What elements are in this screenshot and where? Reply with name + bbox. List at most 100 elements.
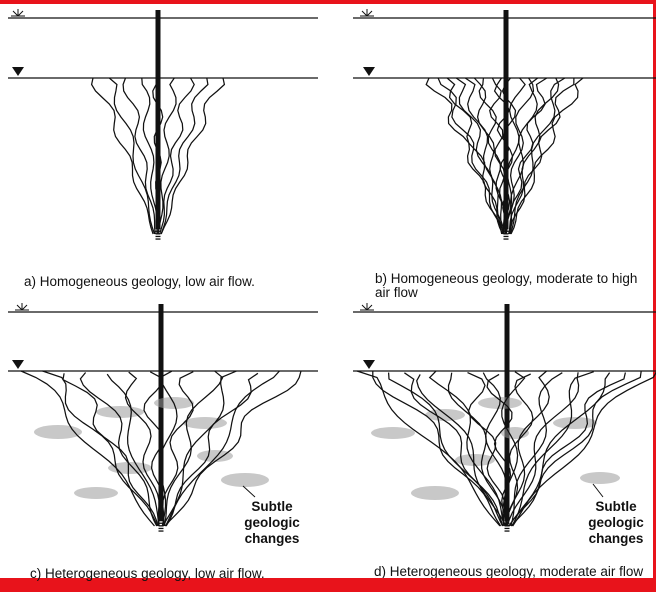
air-flow-channel [509, 78, 558, 234]
air-flow-channel [161, 78, 208, 234]
air-flow-channel [80, 373, 156, 527]
well-screen-slot [159, 528, 164, 529]
geologic-change-patch [221, 473, 269, 487]
air-flow-channel [126, 372, 159, 526]
patch-texture [0, 300, 72, 436]
patch-texture [345, 300, 431, 415]
well-screen-slot [505, 530, 510, 531]
patch-texture [345, 300, 454, 495]
patch-texture [345, 300, 380, 433]
patch-texture [0, 300, 159, 400]
patch-texture [0, 300, 103, 496]
air-flow-channel [164, 371, 222, 526]
annotation-pointer [593, 484, 603, 497]
panel-b-diagram [345, 0, 656, 250]
air-flow-channel [357, 371, 500, 526]
patch-texture [0, 300, 141, 470]
ground-surface-symbol-icon [15, 303, 29, 310]
patch-texture [345, 300, 586, 422]
patch-texture [0, 300, 210, 457]
geologic-change-patch [425, 409, 465, 421]
patch-texture [0, 300, 179, 405]
well-screen-slot [505, 528, 510, 529]
patch-texture [0, 300, 232, 476]
air-flow-channel [438, 78, 504, 234]
patch-texture [345, 300, 432, 418]
panel-d-annotation: Subtle geologic changes [580, 499, 652, 547]
air-flow-channel [123, 78, 155, 234]
patch-texture [0, 300, 45, 428]
well-casing [159, 304, 164, 520]
patch-texture [345, 300, 560, 422]
patch-texture [0, 300, 115, 470]
well-screen-slot [156, 236, 161, 237]
patch-texture [345, 300, 421, 495]
panel-a-diagram [0, 0, 328, 250]
patch-texture [0, 300, 168, 403]
panel-c-caption: c) Heterogeneous geology, low air flow. [30, 567, 265, 581]
patch-texture [0, 300, 50, 429]
patch-texture [0, 300, 56, 433]
well-screen-slot [159, 530, 164, 531]
ground-surface-symbol-icon [360, 9, 374, 16]
annotation-line: changes [580, 531, 652, 547]
patch-texture [0, 300, 69, 433]
annotation-pointer [243, 486, 255, 497]
patch-texture [0, 300, 121, 409]
patch-texture [345, 300, 486, 463]
well-screen-slot [504, 238, 509, 239]
air-flow-channel [426, 78, 502, 234]
geologic-change-patch [553, 417, 597, 429]
air-flow-channel [449, 373, 507, 526]
patch-texture [345, 300, 497, 405]
patch-texture [345, 300, 503, 407]
patch-texture [0, 300, 47, 431]
patch-texture [345, 300, 410, 432]
air-flow-channel [510, 78, 574, 234]
ground-symbol-stroke [17, 305, 22, 310]
water-table-triangle-icon [12, 67, 24, 76]
patch-texture [0, 300, 175, 403]
air-flow-channel [107, 374, 159, 526]
water-table-triangle-icon [363, 360, 375, 369]
air-flow-channel [163, 371, 236, 526]
patch-texture [0, 300, 94, 495]
ground-symbol-stroke [367, 305, 372, 310]
annotation-line: geologic [236, 515, 308, 531]
annotation-line: changes [236, 531, 308, 547]
patch-texture [0, 300, 226, 458]
air-flow-channel [21, 371, 155, 526]
geologic-change-patch [580, 472, 620, 484]
patch-texture [0, 300, 87, 491]
ground-surface-symbol-icon [360, 303, 374, 310]
water-table-triangle-icon [12, 360, 24, 369]
patch-texture [0, 300, 129, 412]
ground-symbol-stroke [367, 11, 372, 16]
patch-texture [345, 300, 572, 422]
patch-texture [0, 300, 95, 495]
panel-d-caption: d) Heterogeneous geology, moderate air f… [374, 565, 656, 578]
patch-texture [345, 300, 387, 429]
ground-symbol-stroke [362, 305, 367, 310]
patch-texture [345, 300, 474, 463]
patch-texture [0, 300, 114, 470]
panel-b-caption: b) Homogeneous geology, moderate to high… [375, 272, 656, 298]
geologic-change-patch [74, 487, 118, 499]
patch-texture [345, 300, 447, 413]
water-table-triangle-icon [363, 67, 375, 76]
panel-c-annotation: Subtle geologic changes [236, 499, 308, 547]
well-screen-slot [504, 236, 509, 237]
patch-texture [345, 300, 480, 463]
patch-texture [0, 300, 230, 479]
patch-texture [0, 300, 260, 484]
annotation-line: geologic [580, 515, 652, 531]
patch-texture [345, 300, 451, 413]
geologic-change-patch [371, 427, 415, 439]
annotation-line: Subtle [236, 499, 308, 515]
ground-symbol-stroke [22, 305, 27, 310]
ground-symbol-stroke [18, 11, 23, 16]
ground-symbol-stroke [13, 11, 18, 16]
air-flow-channel [160, 78, 195, 234]
patch-texture [345, 300, 558, 425]
ground-symbol-stroke [362, 11, 367, 16]
